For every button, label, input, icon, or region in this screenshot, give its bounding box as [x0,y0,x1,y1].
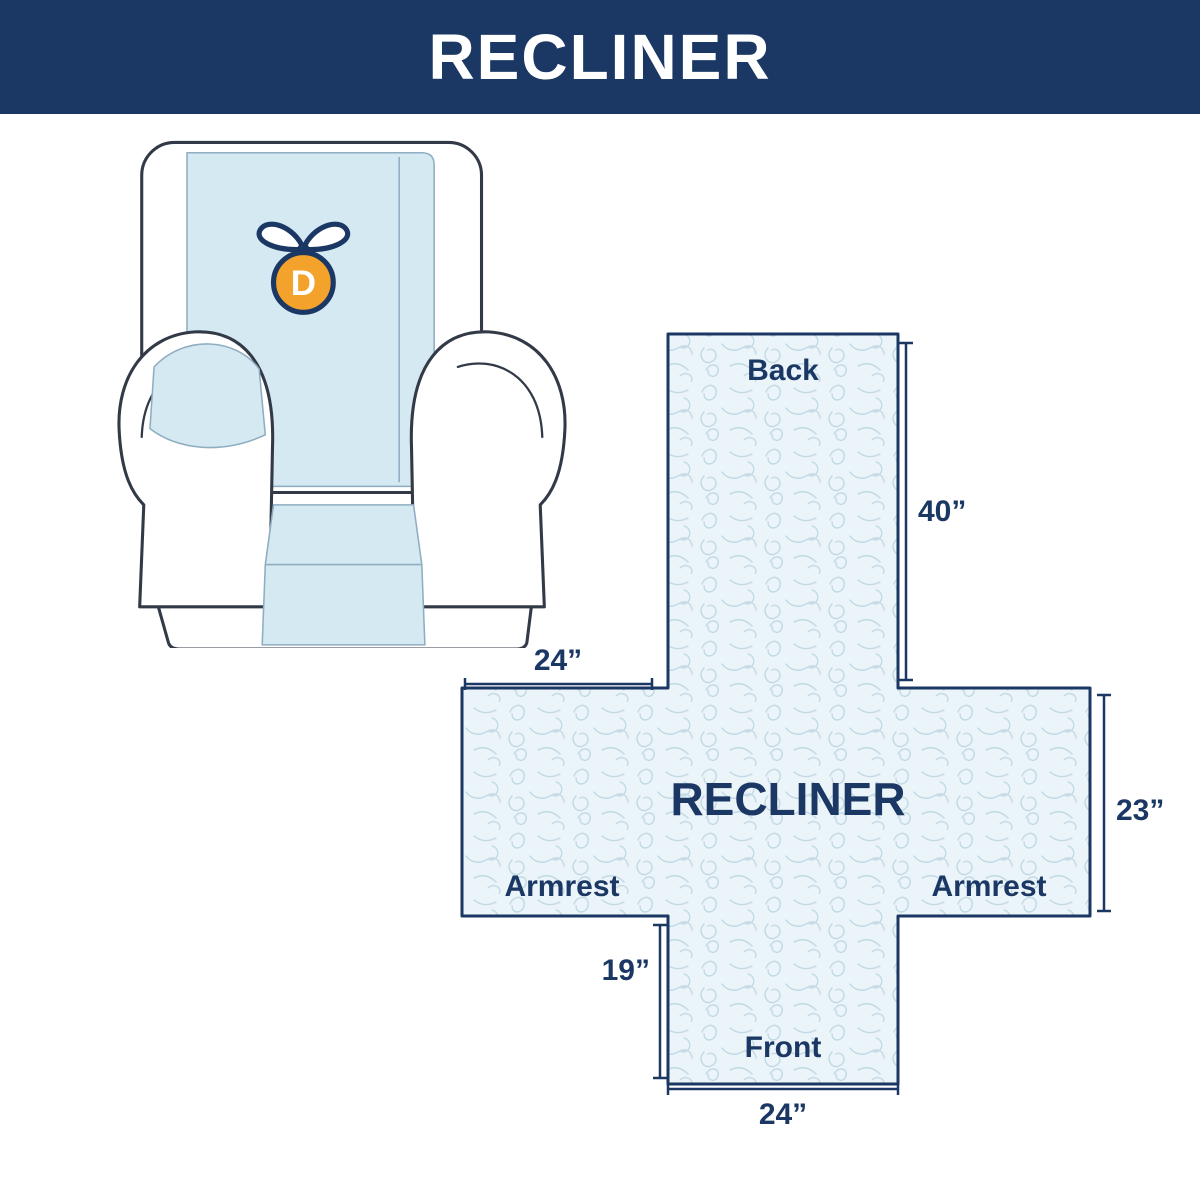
arm-cover-flap [149,343,267,449]
dim-side-height-line [1097,693,1111,913]
dim-front-width: 24” [759,1098,807,1131]
dim-back-height: 40” [918,495,966,528]
chair-illustration-container: D [82,128,602,651]
label-back: Back [747,354,819,387]
logo-bow-right-icon [300,221,351,253]
cover-logo: D [256,221,351,315]
dim-front-height-line [653,923,667,1080]
banner: RECLINER [0,0,1200,114]
cover-shape [460,332,1092,1086]
label-center: RECLINER [670,773,905,825]
right-arm [409,330,567,609]
label-front: Front [745,1031,822,1064]
size-diagram: Back RECLINER Armrest Armrest Front 40” … [460,332,1164,1131]
label-armrest-right: Armrest [931,870,1046,903]
dim-front-width-line [666,1083,900,1095]
chair-illustration: D [117,140,567,651]
size-diagram-container: Back RECLINER Armrest Armrest Front 40” … [440,318,1200,1140]
logo-badge [270,250,336,315]
logo-letter: D [291,264,316,303]
right-arm-roll-line [456,362,544,439]
page-title: RECLINER [428,21,772,93]
dim-side-height: 23” [1116,794,1164,827]
front-drape-cover [261,563,426,646]
dim-armrest-width: 24” [534,644,582,677]
label-armrest-left: Armrest [504,870,619,903]
dim-armrest-width-line [463,678,654,690]
seat-cushion-cover [264,504,423,566]
logo-bow-left-icon [256,221,306,253]
dim-back-height-line [899,341,913,682]
dim-front-height: 19” [602,954,650,987]
